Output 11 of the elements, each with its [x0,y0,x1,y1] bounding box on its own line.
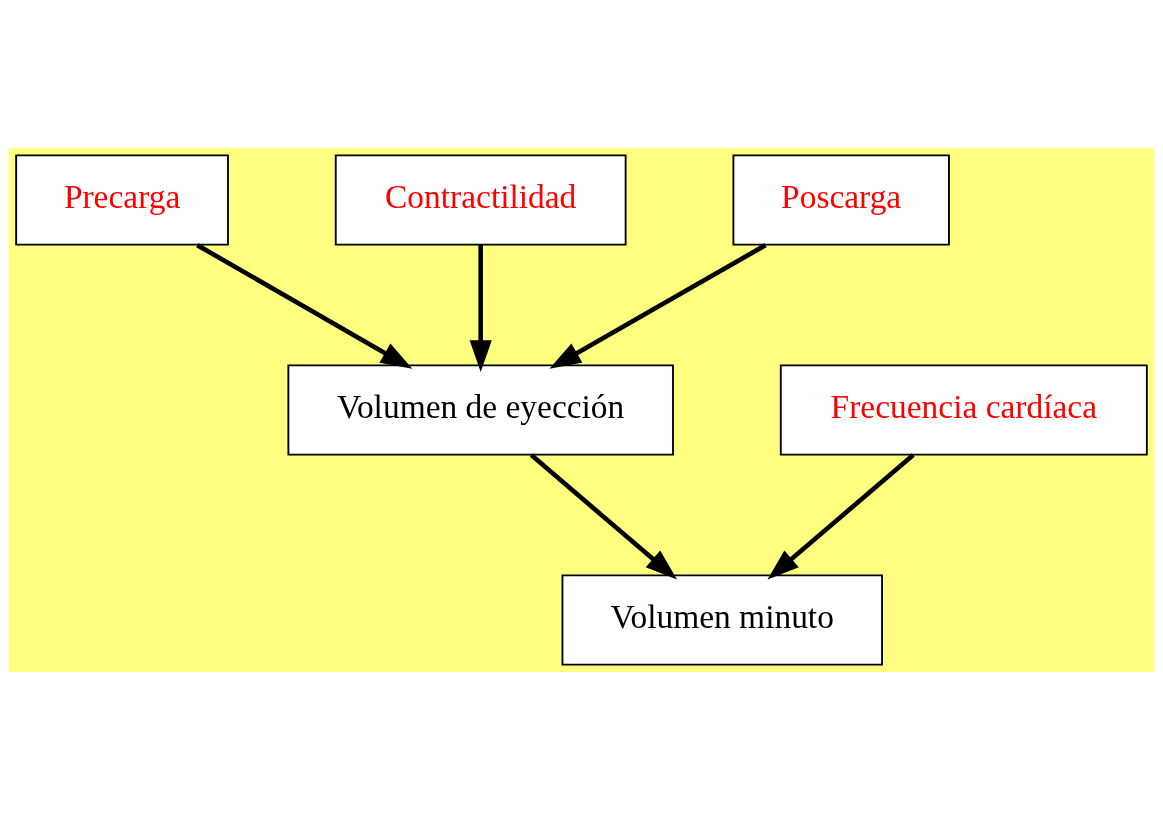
arrow [529,453,678,580]
arrow [469,245,492,372]
arrow [767,453,915,580]
node-box: Frecuencia cardíaca [779,364,1148,456]
arrow [196,243,413,369]
node-box: Volumen minuto [561,574,883,666]
node-box: Precarga [15,154,229,246]
node-box: Poscarga [732,154,950,246]
node-box: Contractilidad [334,154,627,246]
node-box: Volumen de eyección [287,364,674,456]
arrow [549,243,767,369]
